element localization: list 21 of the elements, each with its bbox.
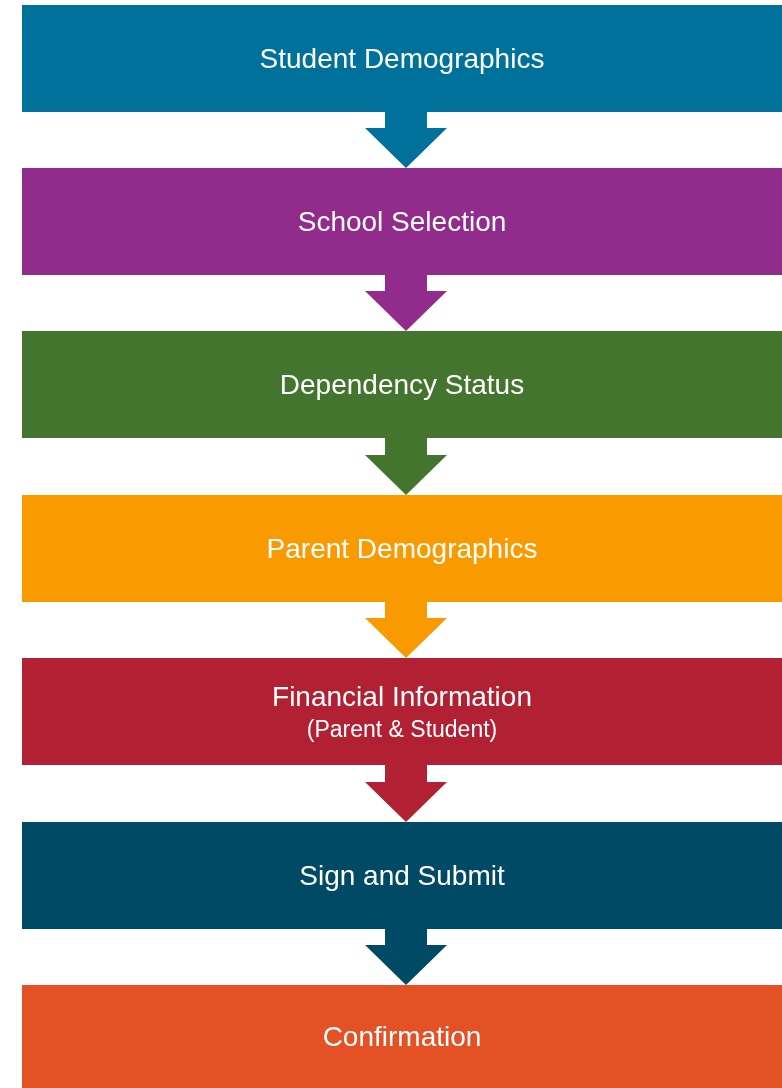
process-box [22,822,782,929]
process-box [22,331,782,438]
process-box [22,5,782,112]
arrow [365,929,447,985]
step-title: Sign and Submit [299,858,505,893]
step-title: Confirmation [322,1019,482,1054]
step-title: Financial Information [272,679,532,714]
process-box [22,658,782,765]
step-title: School Selection [297,204,507,239]
arrow [365,765,447,822]
step-title: Student Demographics [259,41,545,76]
arrow [365,112,447,168]
arrow [365,275,447,331]
step-subtitle: (Parent & Student) [306,714,498,744]
step-title: Dependency Status [279,367,525,402]
arrow [365,438,447,495]
process-box [22,985,782,1088]
arrow [365,602,447,658]
process-box [22,495,782,602]
step-title: Parent Demographics [266,531,538,566]
process-box [22,168,782,275]
